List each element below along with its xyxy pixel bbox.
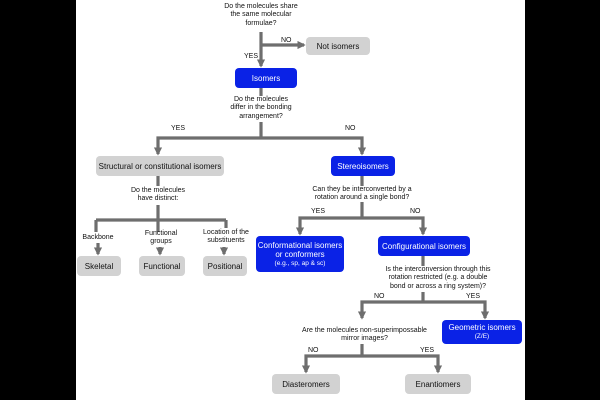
edge-label-no: NO — [308, 347, 319, 354]
question-distinct: Do the molecules have distinct: — [113, 187, 203, 204]
edge-label-no: NO — [345, 125, 356, 132]
arrow-q2-to-stereo — [261, 136, 367, 156]
question-line: Do the molecules — [130, 187, 186, 194]
question-line: formulae? — [245, 19, 277, 27]
question-mirror-images: Are the molecules non-superimpossable mi… — [297, 327, 432, 344]
criterion-line: Functional — [144, 230, 178, 237]
question-line: Can they be interconverted by a — [312, 186, 412, 193]
edge-label-yes: YES — [466, 293, 481, 300]
edge-label-no: NO — [410, 208, 421, 215]
arrow-q5-to-q6 — [357, 300, 423, 320]
criterion-backbone: Backbone — [76, 234, 120, 242]
node-label: Stereoisomers — [337, 161, 389, 171]
question-line: have distinct: — [137, 195, 179, 203]
node-label: or conformers — [275, 250, 325, 259]
node-label: Conformational isomers — [257, 240, 343, 250]
question-rotation-restricted: Is the interconversion through this rota… — [368, 266, 508, 291]
edge-label-yes: YES — [171, 125, 186, 132]
question-line: arrangement? — [239, 112, 283, 120]
node-skeletal: Skeletal — [77, 256, 121, 276]
question-line: Do the molecules — [233, 96, 289, 103]
criterion-line: Location of the — [203, 229, 249, 236]
node-label: Geometric isomers — [448, 323, 516, 333]
node-label: Diasteromers — [282, 379, 330, 389]
node-conformational-isomers: Conformational isomers or conformers (e.… — [256, 236, 344, 272]
question-same-formula: Do the molecules share the same molecula… — [206, 3, 316, 28]
question-line: the same molecular — [230, 11, 292, 19]
node-configurational-isomers: Configurational isomers — [378, 236, 470, 256]
question-line: mirror images? — [341, 335, 388, 343]
question-line: Are the molecules non-superimpossable — [302, 327, 427, 334]
question-interconverted: Can they be interconverted by a rotation… — [302, 186, 422, 203]
node-label: Structural or constitutional isomers — [98, 161, 222, 171]
node-note: (e.g., sp, ap & sc) — [274, 259, 326, 267]
node-label: Not isomers — [316, 41, 360, 51]
node-structural-isomers: Structural or constitutional isomers — [96, 156, 224, 176]
arrow-q6-to-diastereomers — [301, 354, 362, 374]
node-label: Positional — [207, 261, 243, 271]
criterion-line: substituents — [207, 237, 245, 245]
node-label: Configurational isomers — [381, 241, 467, 251]
criterion-line: groups — [150, 238, 172, 246]
node-label: Enantiomers — [415, 379, 461, 389]
arrow-q2-to-structural — [153, 136, 261, 156]
node-label: Functional — [143, 261, 181, 271]
arrow-q5-to-geometric — [423, 300, 490, 320]
node-note: (Z/E) — [474, 332, 490, 340]
node-enantiomers: Enantiomers — [405, 374, 471, 394]
arrow-q6-to-enantiomers — [362, 354, 443, 374]
edge-label-no: NO — [281, 37, 292, 44]
node-label: Skeletal — [84, 261, 114, 271]
node-label: Isomers — [251, 73, 281, 83]
edge-label-yes: YES — [244, 53, 259, 60]
node-not-isomers: Not isomers — [306, 37, 370, 55]
node-functional: Functional — [139, 256, 185, 276]
edge-label-yes: YES — [311, 208, 326, 215]
arrow-q4-to-configurational — [362, 216, 428, 236]
node-positional: Positional — [203, 256, 247, 276]
node-diastereomers: Diasteromers — [272, 374, 340, 394]
criterion-location: Location of the substituents — [196, 229, 256, 246]
arrow-q4-to-conformational — [295, 216, 362, 236]
edge-label-no: NO — [374, 293, 385, 300]
node-geometric-isomers: Geometric isomers (Z/E) — [442, 320, 522, 344]
question-line: rotation around a single bond? — [314, 194, 410, 202]
question-line: rotation restricted (e.g. a double — [388, 274, 488, 282]
question-line: differ in the bonding — [230, 104, 292, 112]
question-line: Do the molecules share — [224, 3, 298, 10]
node-stereoisomers: Stereoisomers — [331, 156, 395, 176]
edge-label-yes: YES — [420, 347, 435, 354]
question-line: bond or across a ring system)? — [389, 282, 487, 290]
criterion-line: Backbone — [82, 234, 114, 241]
criterion-functional-groups: Functional groups — [136, 230, 186, 247]
node-isomers: Isomers — [235, 68, 297, 88]
question-bonding-arrangement: Do the molecules differ in the bonding a… — [206, 96, 316, 121]
question-line: Is the interconversion through this — [385, 266, 491, 273]
